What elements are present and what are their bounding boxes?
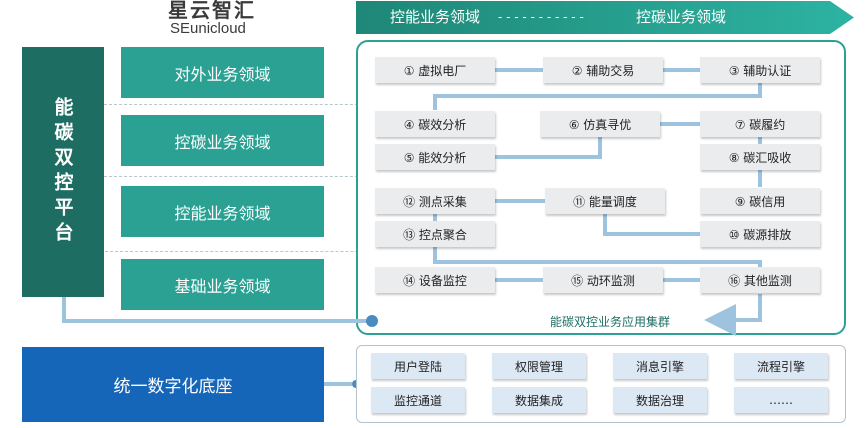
digital-foundation: 统一数字化底座	[22, 347, 324, 422]
domain-carbon: 控碳业务领域	[121, 115, 324, 166]
banner-dashes: - - - - - - - - - - -	[498, 10, 584, 24]
service-data-integration: 数据集成	[492, 387, 586, 413]
node-carbon-emission-source: ⑩ 碳源排放	[700, 221, 820, 247]
service-permission-management: 权限管理	[492, 353, 586, 379]
platform-title: 能碳双控平台	[51, 97, 74, 247]
node-other-monitoring: ⑯ 其他监测	[700, 267, 820, 293]
cluster-label: 能碳双控业务应用集群	[549, 315, 670, 329]
node-carbon-credit: ⑨ 碳信用	[700, 188, 820, 214]
domain-banner-arrow: 控能业务领域 - - - - - - - - - - - 控碳业务领域	[356, 1, 854, 34]
node-simulation-optimization: ⑥ 仿真寻优	[540, 111, 660, 137]
brand-logo-subtitle: SEunicloud	[170, 20, 246, 37]
node-auxiliary-trading: ② 辅助交易	[543, 57, 663, 83]
node-energy-dispatch: ⑪ 能量调度	[545, 188, 665, 214]
node-environment-monitoring: ⑮ 动环监测	[543, 267, 663, 293]
brand-logo: 星云智汇	[168, 0, 256, 22]
service-monitoring-channel: 监控通道	[371, 387, 465, 413]
node-carbon-efficiency: ④ 碳效分析	[375, 111, 495, 137]
node-auxiliary-certification: ③ 辅助认证	[700, 57, 820, 83]
service-workflow-engine: 流程引擎	[734, 353, 828, 379]
domain-external: 对外业务领域	[121, 47, 324, 98]
node-control-aggregation: ⑬ 控点聚合	[375, 221, 495, 247]
service-data-governance: 数据治理	[613, 387, 707, 413]
platform-block: 能碳双控平台	[22, 47, 104, 297]
banner-right-label: 控碳业务领域	[636, 8, 727, 26]
cluster-entry-dot	[366, 315, 378, 327]
node-energy-efficiency: ⑤ 能效分析	[375, 144, 495, 170]
service-user-login: 用户登陆	[371, 353, 465, 379]
domain-energy: 控能业务领域	[121, 186, 324, 237]
node-carbon-sink: ⑧ 碳汇吸收	[700, 144, 820, 170]
service-more: ……	[734, 387, 828, 413]
banner-left-label: 控能业务领域	[390, 8, 481, 26]
node-virtual-power-plant: ① 虚拟电厂	[375, 57, 495, 83]
domain-basic: 基础业务领域	[121, 259, 324, 310]
node-carbon-compliance: ⑦ 碳履约	[700, 111, 820, 137]
node-point-collection: ⑫ 测点采集	[375, 188, 495, 214]
service-message-engine: 消息引擎	[613, 353, 707, 379]
node-device-monitoring: ⑭ 设备监控	[375, 267, 495, 293]
